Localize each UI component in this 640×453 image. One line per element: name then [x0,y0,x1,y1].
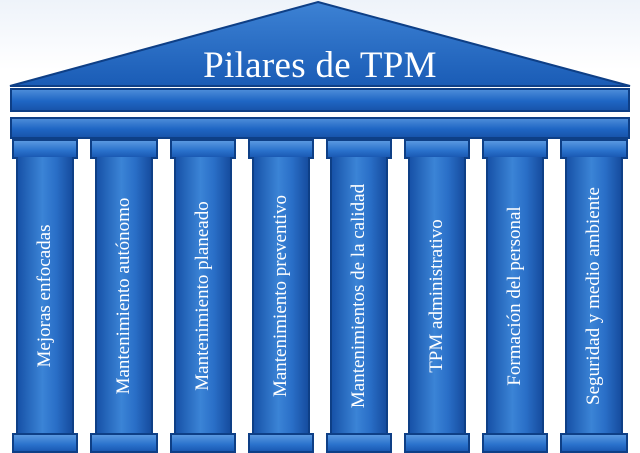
pillar-capital [170,139,236,159]
pillar-label: Mantenimientos de la calidad [348,183,369,409]
pillar-base [90,433,158,453]
pillar-mantenimiento-planeado: Mantenimiento planeado [170,139,236,453]
pillar-mantenimientos-de-la-calidad: Mantenimientos de la calidad [326,139,392,453]
pillar-base [326,433,392,453]
pillar-base [482,433,548,453]
pillar-shaft: TPM administrativo [408,157,466,435]
pillar-label: TPM administrativo [426,219,447,373]
pillar-label: Mantenimiento autónomo [113,197,134,395]
pillar-mantenimiento-autonomo: Mantenimiento autónomo [90,139,158,453]
pillar-label: Mantenimiento preventivo [270,194,291,398]
pillar-label: Mantenimiento planeado [192,201,213,391]
pillar-tpm-administrativo: TPM administrativo [404,139,470,453]
architrave-upper [10,88,630,112]
pillar-mejoras-enfocadas: Mejoras enfocadas [12,139,78,453]
diagram-title: Pilares de TPM [203,45,437,86]
pillar-base [248,433,314,453]
pillar-mantenimiento-preventivo: Mantenimiento preventivo [248,139,314,453]
pillar-shaft: Mejoras enfocadas [16,157,74,435]
pillar-base [170,433,236,453]
pillar-capital [248,139,314,159]
pillar-shaft: Mantenimiento autónomo [95,157,153,435]
pillar-shaft: Mantenimiento preventivo [252,157,310,435]
pillar-capital [326,139,392,159]
pillar-base [12,433,78,453]
pillar-shaft: Mantenimiento planeado [174,157,232,435]
pillar-shaft: Seguridad y medio ambiente [565,157,623,435]
pillar-formacion-del-personal: Formación del personal [482,139,548,453]
pillar-shaft: Formación del personal [486,157,544,435]
pillar-capital [12,139,78,159]
pillar-capital [482,139,548,159]
pillar-capital [560,139,628,159]
pillar-label: Seguridad y medio ambiente [583,187,604,405]
pillar-capital [90,139,158,159]
pillar-label: Formación del personal [504,206,525,386]
pillar-base [560,433,628,453]
pillar-base [404,433,470,453]
temple-roof [9,0,631,87]
pillar-label: Mejoras enfocadas [34,224,55,368]
architrave-lower [10,117,630,139]
pillar-seguridad-y-medio-ambiente: Seguridad y medio ambiente [560,139,628,453]
pillar-capital [404,139,470,159]
pillar-shaft: Mantenimientos de la calidad [330,157,388,435]
